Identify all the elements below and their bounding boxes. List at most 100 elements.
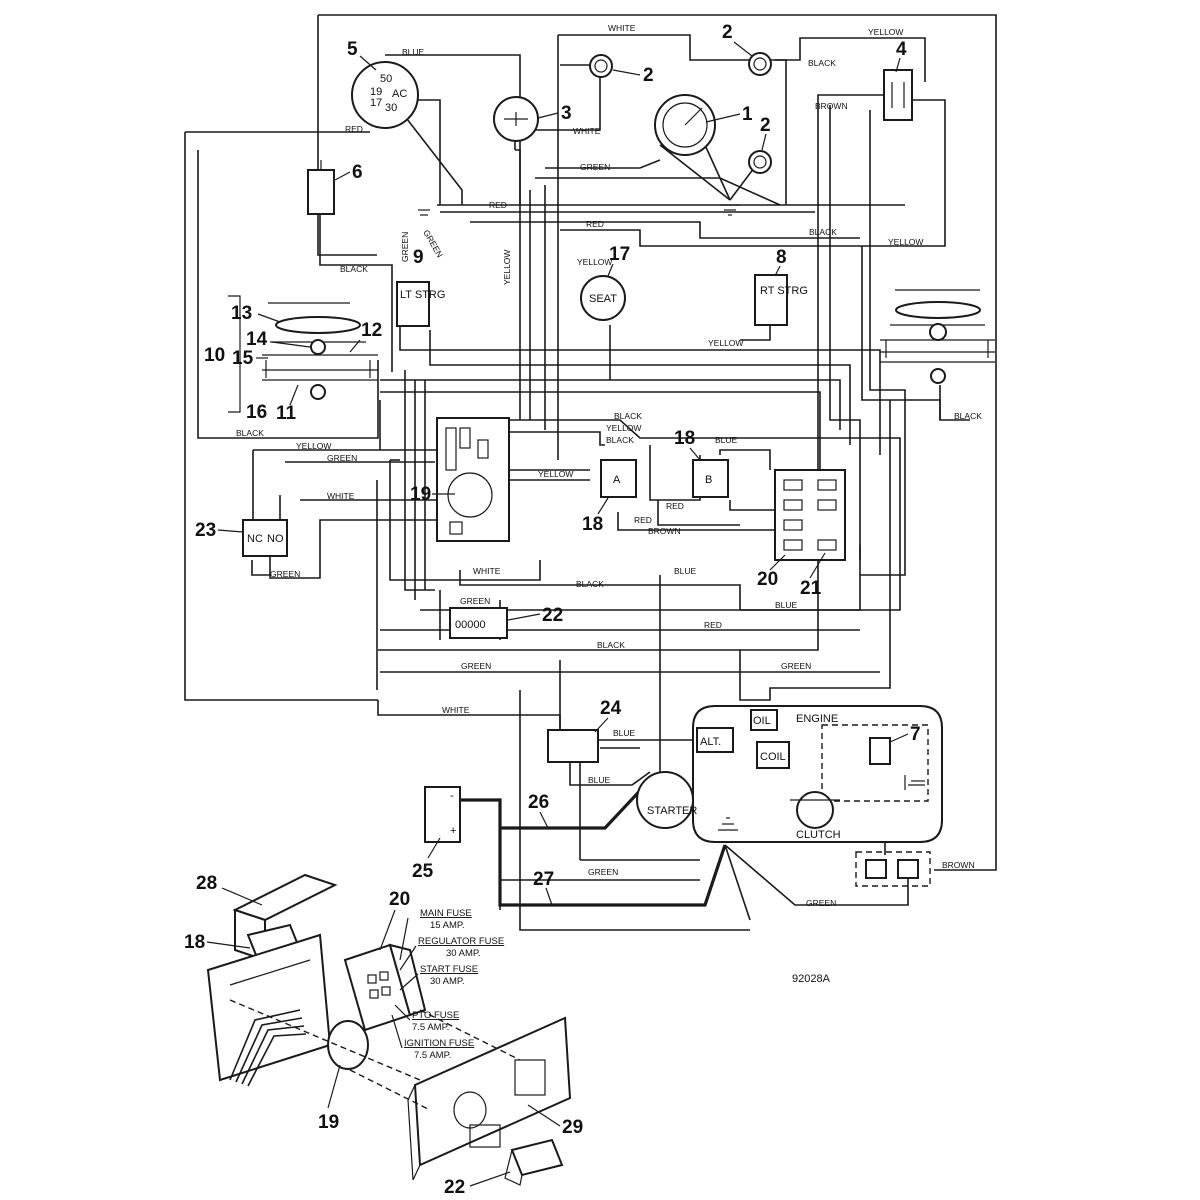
lt-strg-label: LT STRG (400, 289, 445, 301)
callout-3: 3 (561, 103, 572, 124)
switch-nc-label: NC (247, 533, 263, 545)
fuse-note-start-rating: 30 AMP. (430, 976, 465, 987)
callout-4: 4 (896, 39, 907, 60)
relay-b: B (692, 459, 729, 498)
headlight-left (228, 295, 378, 413)
alt-label: ALT. (700, 736, 721, 748)
callout-27: 27 (533, 869, 554, 890)
wire-label-red: RED (489, 200, 507, 210)
fuse-note-pto-name: PTO FUSE (412, 1010, 459, 1021)
callout-2: 2 (722, 22, 733, 43)
fuse-note-main-rating: 15 AMP. (430, 920, 465, 931)
hour-meter: 00000 (449, 607, 508, 639)
callout-15: 15 (232, 348, 254, 369)
callout-2: 2 (643, 65, 654, 86)
wire-label-green: GREEN (327, 453, 357, 463)
wire-label-brown: BROWN (942, 860, 975, 870)
callout-12: 12 (361, 320, 382, 341)
key-switch-connector (436, 417, 510, 542)
fuse-note-regulator-name: REGULATOR FUSE (418, 936, 504, 947)
wire-label-red: RED (634, 515, 652, 525)
wire-label-blue: BLUE (402, 47, 425, 57)
wire-label-black: BLACK (809, 227, 837, 237)
callout-7: 7 (910, 724, 921, 745)
wire-label-black: BLACK (808, 58, 836, 68)
wire-label-green: GREEN (270, 569, 300, 579)
callout-22: 22 (444, 1177, 465, 1198)
wire-label-green: GREEN (421, 228, 445, 259)
callout-21: 21 (800, 578, 822, 599)
wire-label-green: GREEN (461, 661, 491, 671)
wire-label-green: GREEN (400, 232, 410, 262)
wire-label-black: BLACK (606, 435, 634, 445)
callout-25: 25 (412, 861, 434, 882)
ammeter (493, 96, 539, 142)
indicator-lamp (589, 54, 613, 78)
ground-symbol (720, 204, 740, 216)
wire-label-yellow: YELLOW (606, 423, 641, 433)
wire-label-black: BLACK (340, 264, 368, 274)
wire-label-black: BLACK (954, 411, 982, 421)
wire-label-white: WHITE (573, 126, 601, 136)
battery-plus: + (450, 825, 456, 837)
wire-label-red: RED (345, 124, 363, 134)
gauge (654, 94, 716, 156)
wire-label-green: GREEN (806, 898, 836, 908)
headlight-right (880, 289, 995, 384)
rt-strg-label: RT STRG (760, 285, 808, 297)
wire-label-brown: BROWN (648, 526, 681, 536)
brake-switch: NC NO (242, 519, 288, 557)
fuse-note-start-name: START FUSE (420, 964, 478, 975)
switch-no-label: NO (267, 533, 284, 545)
wire-label-white: WHITE (608, 23, 636, 33)
wire-color-labels: WHITE YELLOW BLUE BLACK BROWN RED WHITE … (236, 23, 982, 908)
wire-label-blue: BLUE (775, 600, 798, 610)
ignition-terminal-30: 30 (385, 102, 397, 114)
coil-label: COIL (760, 751, 786, 763)
engine-block: OIL ENGINE ALT. COIL CLUTCH (692, 705, 943, 843)
right-steering-switch: RT STRG (754, 274, 808, 326)
relay-a-label: A (613, 474, 621, 486)
wire-label-yellow: YELLOW (868, 27, 903, 37)
wire-label-yellow: YELLOW (296, 441, 331, 451)
fuse-note-main-name: MAIN FUSE (420, 908, 472, 919)
fuse-notes: MAIN FUSE 15 AMP. REGULATOR FUSE 30 AMP.… (391, 908, 504, 1061)
relay-6 (307, 160, 335, 215)
callout-26: 26 (528, 792, 549, 813)
dash-panel-assembly (206, 873, 572, 1186)
callout-6: 6 (352, 162, 363, 183)
wire-label-black: BLACK (614, 411, 642, 421)
engine-label: ENGINE (796, 713, 838, 725)
ignition-terminal-19: 19 (370, 86, 382, 98)
relay-a: A (600, 459, 637, 498)
callout-11: 11 (276, 403, 297, 424)
callout-2: 2 (760, 115, 771, 136)
wire-label-green: GREEN (460, 596, 490, 606)
clutch-label: CLUTCH (796, 829, 841, 841)
callout-18: 18 (582, 514, 603, 535)
callout-8: 8 (776, 247, 787, 268)
wire-label-blue: BLUE (674, 566, 697, 576)
fuse-note-ignition-rating: 7.5 AMP. (414, 1050, 451, 1061)
wire-label-black: BLACK (236, 428, 264, 438)
ignition-terminal-17: 17 (370, 97, 382, 109)
wire-harness (184, 14, 997, 931)
seat-label: SEAT (589, 293, 617, 305)
fuse-note-pto-rating: 7.5 AMP. (412, 1022, 449, 1033)
wire-label-white: WHITE (327, 491, 355, 501)
left-steering-switch: LT STRG (396, 209, 445, 327)
pto-connector (855, 851, 931, 887)
starter-label: STARTER (647, 805, 697, 817)
fuse-block (774, 469, 846, 561)
callout-10: 10 (204, 345, 225, 366)
callout-9: 9 (413, 247, 424, 268)
callout-28: 28 (196, 873, 217, 894)
wire-label-red: RED (666, 501, 684, 511)
callout-22: 22 (542, 605, 563, 626)
callout-20: 20 (389, 889, 410, 910)
callout-23: 23 (195, 520, 216, 541)
wire-label-black: BLACK (597, 640, 625, 650)
regulator-connector (547, 729, 599, 763)
wire-label-red: RED (704, 620, 722, 630)
callout-20: 20 (757, 569, 778, 590)
